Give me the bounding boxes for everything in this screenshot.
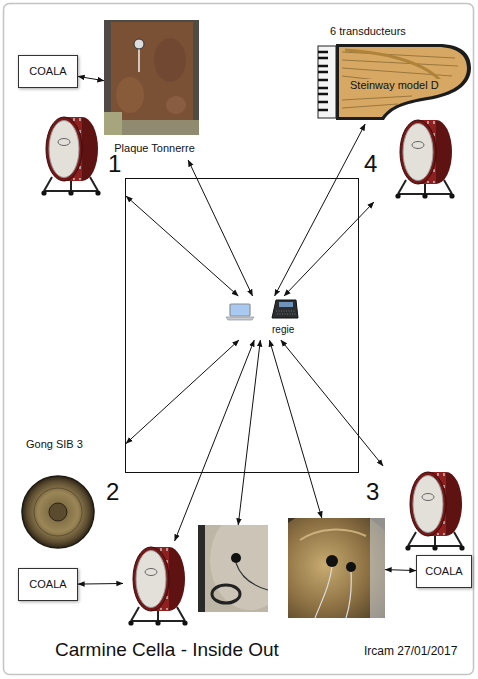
mixing-console-icon	[272, 300, 298, 318]
photo-ground	[104, 20, 199, 135]
gong-disc	[22, 476, 94, 548]
connector-arrow	[175, 340, 255, 541]
bass-drum: 4	[358, 114, 474, 202]
thunder-plate: Plaque Tonnerre	[104, 18, 205, 160]
gong-photo	[288, 518, 385, 618]
gong-ring	[34, 488, 82, 536]
floor	[104, 112, 122, 135]
cable	[138, 49, 140, 72]
laptop-base	[226, 317, 254, 320]
bass-drum-illustration	[41, 117, 100, 196]
piano: 6 transducteursSteinway model D	[312, 22, 472, 124]
box-label: COALA	[29, 578, 66, 591]
box-label: COALA	[29, 65, 66, 78]
coala-box: COALA	[18, 55, 78, 88]
bass-drum-illustration	[395, 120, 454, 199]
black-keys	[318, 52, 328, 110]
laptop-screen	[230, 304, 250, 316]
note-label: Ircam 27/01/2017	[364, 645, 457, 659]
callout-number: 3	[366, 478, 379, 506]
connector-arrow	[188, 160, 252, 296]
device-label: 6 transducteurs	[330, 25, 406, 38]
gong-dome	[49, 503, 67, 521]
rust	[154, 38, 186, 82]
bass-drum: 3	[362, 466, 474, 552]
piano-frame	[345, 50, 440, 80]
callout-number: 1	[108, 150, 121, 178]
page-frame	[4, 4, 474, 675]
cable	[236, 563, 268, 590]
console-faders	[276, 311, 296, 314]
device-label: regie	[272, 324, 294, 336]
device-label: Gong SIB 3	[26, 438, 83, 451]
coala-box: COALA	[18, 568, 78, 601]
gong: Gong SIB 3 2	[18, 436, 126, 550]
device-label: Steinway model D	[348, 79, 441, 92]
connector-arrow	[284, 202, 374, 296]
wall	[370, 518, 385, 618]
connector-arrow	[126, 196, 238, 296]
drum-head-photo	[198, 525, 268, 612]
connector-arrow	[238, 340, 260, 525]
transducer	[346, 562, 356, 572]
bass-drum	[123, 541, 193, 625]
rust	[166, 96, 186, 114]
piano-strings	[342, 52, 458, 108]
transducer	[134, 39, 144, 49]
rust	[116, 77, 144, 113]
gong-illustration	[22, 476, 94, 548]
cable	[315, 566, 351, 618]
bass-drum-illustration	[405, 472, 464, 551]
callout-number: 4	[364, 150, 377, 178]
thunder-plate-photo	[104, 20, 199, 135]
laptop-icon	[226, 304, 254, 320]
piano-case	[336, 44, 471, 120]
coala-box: COALA	[416, 555, 472, 588]
console-body	[272, 300, 298, 318]
box-label: COALA	[425, 565, 462, 578]
transducer	[231, 553, 241, 563]
transducer	[326, 555, 338, 567]
caption: Carmine Cella - Inside Out	[55, 639, 279, 661]
control-desk: regie	[224, 296, 302, 340]
rim-shadow	[198, 525, 205, 612]
reflection	[300, 530, 366, 540]
bass-drum: 1	[36, 112, 126, 200]
plate	[111, 22, 193, 122]
piano-illustration	[318, 44, 471, 120]
soundboard	[339, 47, 467, 117]
bass-drum-illustration	[128, 547, 187, 626]
drum-logo	[212, 585, 240, 603]
keyboard	[318, 46, 336, 118]
connector-arrow	[385, 570, 416, 571]
console-screen	[279, 302, 293, 307]
connector-arrow	[275, 124, 366, 296]
head-shine	[210, 525, 268, 610]
connector-arrow	[281, 340, 383, 466]
gong-surface	[288, 518, 385, 618]
stage-square	[126, 179, 359, 473]
connector-arrow	[78, 583, 123, 585]
callout-number: 2	[106, 478, 119, 506]
connector-arrow	[269, 340, 321, 518]
gong-photo	[288, 518, 385, 618]
drum-head-photo	[198, 525, 268, 612]
connector-arrow	[78, 76, 104, 80]
connector-arrow	[126, 340, 239, 444]
